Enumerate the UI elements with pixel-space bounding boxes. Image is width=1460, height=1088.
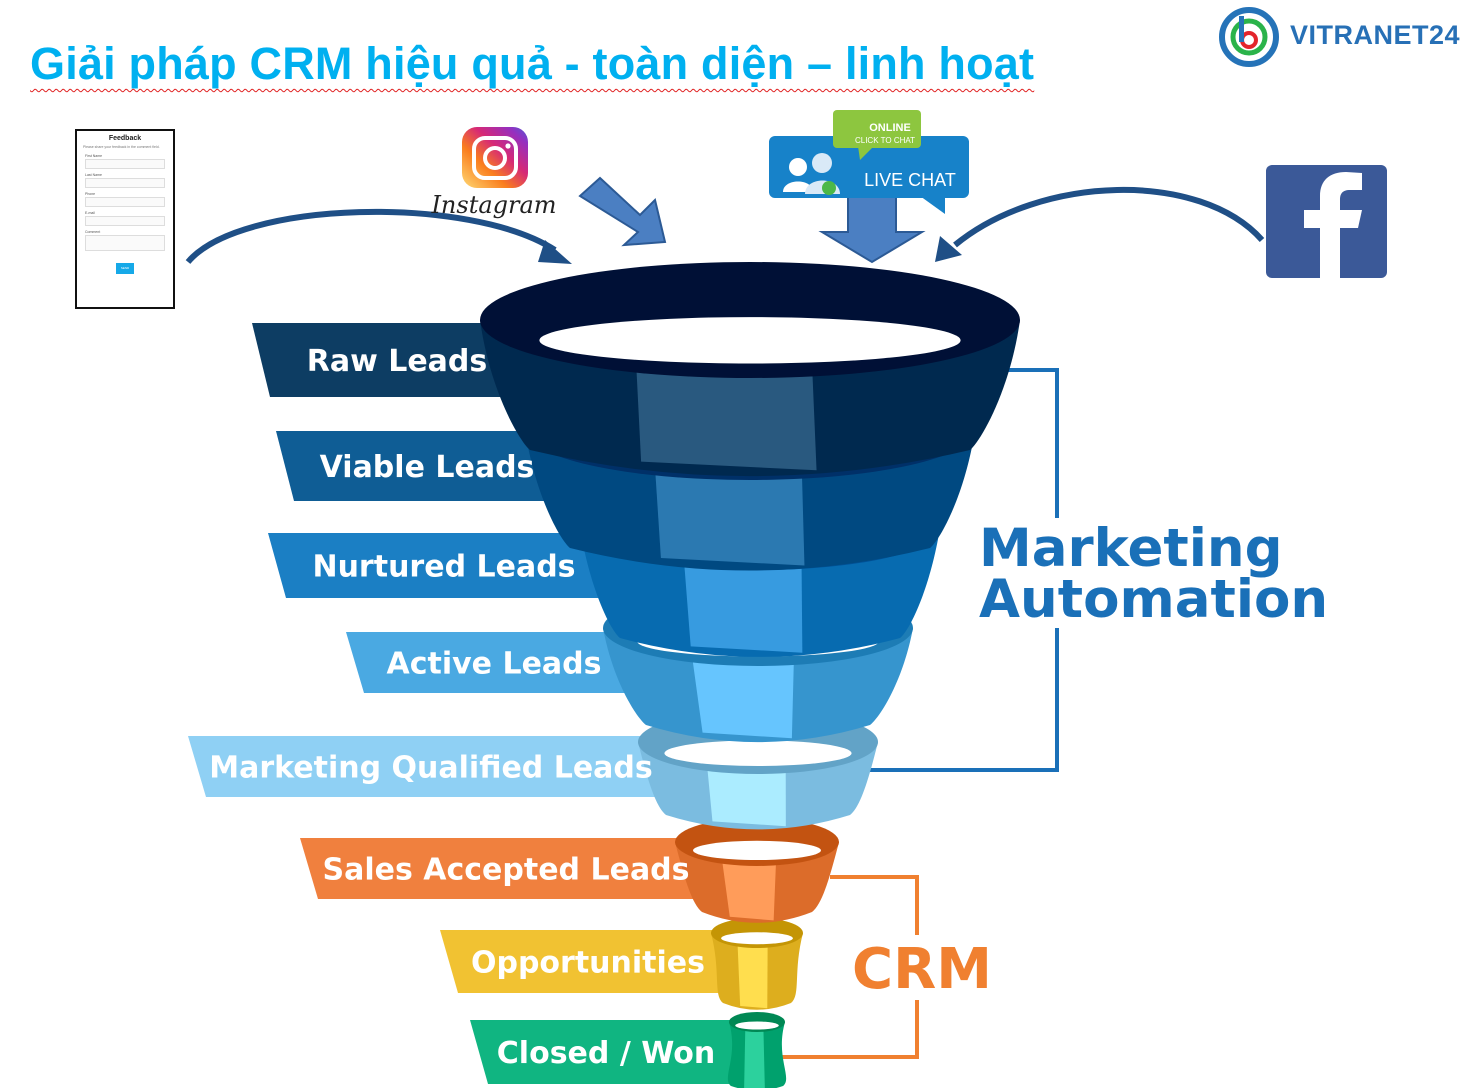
- funnel-stage-label: Nurtured Leads: [312, 549, 575, 584]
- funnel-stage-opening: [664, 740, 852, 766]
- brand-name: VITRANET24: [1290, 20, 1460, 50]
- funnel-stage-opening: [735, 1021, 779, 1030]
- instagram-arrow: [578, 176, 667, 247]
- feedback-comment-box: [85, 235, 165, 251]
- brand-logo: [1216, 6, 1460, 68]
- feedback-field-box: [85, 216, 165, 226]
- feedback-field-label: Phone: [85, 192, 96, 196]
- funnel-stage-highlight: [692, 662, 794, 739]
- funnel-stage-label: Active Leads: [386, 646, 601, 681]
- feedback-field-box: [85, 178, 165, 188]
- funnel-stage-label: Sales Accepted Leads: [322, 852, 689, 887]
- funnel-stage-label: Viable Leads: [320, 450, 535, 485]
- funnel-stage-banner: [268, 533, 618, 598]
- live-chat-online-badge: ONLINE: [869, 122, 911, 134]
- feedback-form-description: Please share your feedback in the commen…: [83, 145, 160, 149]
- feedback-field-label: Last Name: [85, 173, 102, 177]
- feedback-form-source: Feedback Please share your feedback in t…: [75, 129, 175, 309]
- vitranet24-b-logo-icon: [1219, 7, 1279, 67]
- feedback-field-label: Comment: [85, 230, 101, 234]
- facebook-icon: [1266, 165, 1387, 278]
- crm-bracket: [780, 875, 919, 1059]
- instagram-label: Instagram: [430, 191, 556, 219]
- funnel-stage-banner: [252, 323, 548, 397]
- marketing-automation-label-line2: Automation: [979, 569, 1328, 630]
- marketing-automation-bracket: [865, 368, 1059, 772]
- funnel-stage-highlight: [707, 770, 786, 827]
- facebook-curved-arrow: [953, 187, 1265, 248]
- crm-label: CRM: [852, 937, 992, 1002]
- funnel-stage-banner: [470, 1020, 778, 1084]
- funnel-stage-banner: [300, 838, 718, 899]
- funnel-stage-highlight: [744, 1031, 765, 1088]
- funnel-stage-label: Raw Leads: [307, 344, 488, 379]
- feedback-field-box: [85, 197, 165, 207]
- funnel-stage-opening: [539, 317, 961, 364]
- funnel-stage-highlight: [737, 946, 768, 1009]
- live-chat-label: LIVE CHAT: [864, 170, 956, 190]
- feedback-field-box: [85, 159, 165, 169]
- feedback-curved-arrow: [185, 208, 557, 264]
- slide-title: Giải pháp CRM hiệu quả - toàn diện – lin…: [30, 38, 1035, 89]
- facebook-arrow-head: [935, 236, 962, 262]
- feedback-send-button: SEND: [116, 263, 134, 274]
- live-chat-arrow: [818, 195, 926, 264]
- feedback-form-title: Feedback: [108, 135, 142, 142]
- funnel-stage-banner: [346, 632, 658, 693]
- marketing-automation-label-line1: Marketing: [979, 518, 1283, 579]
- instagram-icon: [462, 127, 528, 188]
- funnel-stage-banner: [440, 930, 758, 993]
- feedback-field-label: First Name: [85, 154, 103, 158]
- live-chat-click-label: CLICK TO CHAT: [855, 136, 915, 145]
- feedback-field-label: E-mail: [85, 211, 95, 215]
- feedback-arrow-head: [538, 240, 572, 264]
- funnel-stage-banner: [188, 736, 688, 797]
- funnel-stage-opening: [693, 840, 821, 861]
- funnel-stage-banner: [276, 431, 578, 501]
- live-chat-icon: [769, 110, 969, 214]
- funnel: Closed / Won Opportunities Sales Accepted …: [188, 262, 1020, 1088]
- funnel-stage-highlight: [636, 372, 817, 471]
- funnel-stage-label: Opportunities: [471, 945, 705, 980]
- funnel-stage-opening: [721, 932, 793, 945]
- funnel-stage-highlight: [722, 863, 776, 921]
- funnel-stage-highlight: [655, 475, 805, 566]
- funnel-stage-label: Closed / Won: [497, 1036, 715, 1071]
- funnel-stage-highlight: [684, 565, 803, 653]
- funnel-stage-label: Marketing Qualified Leads: [209, 750, 653, 785]
